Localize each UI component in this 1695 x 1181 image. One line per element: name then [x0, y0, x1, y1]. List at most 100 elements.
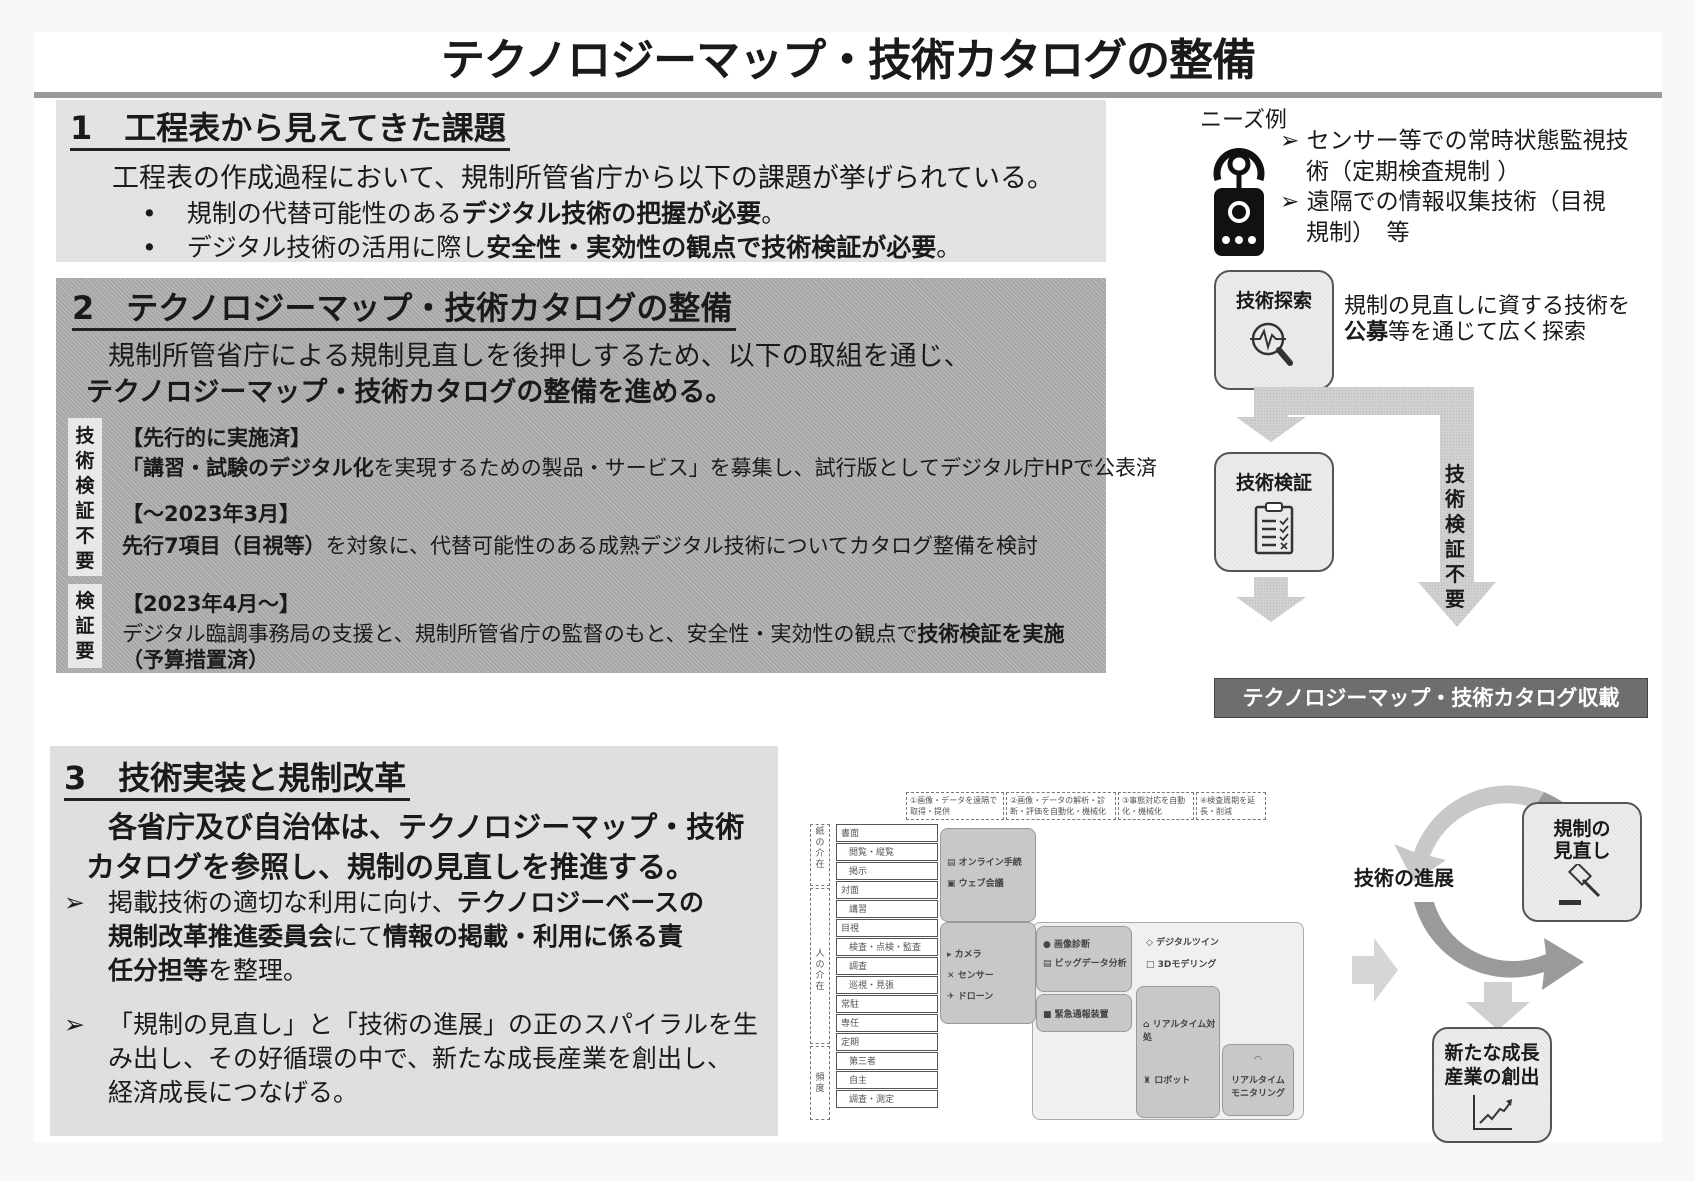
regulation-review-box: 規制の見直し: [1522, 802, 1642, 922]
tm-row: 巡視・見張: [836, 976, 938, 994]
section-2-heading: 2 テクノロジーマップ・技術カタログの整備: [72, 288, 737, 331]
tm-row: 第三者: [836, 1052, 938, 1070]
tm-column-1: ①画像・データを遠隔で取得・提供: [906, 792, 1004, 820]
tech-search-label: 技術探索: [1235, 290, 1312, 312]
technology-map-diagram: ①画像・データを遠隔で取得・提供 ②画像・データの解析・診断・評価を自動化・機械…: [810, 792, 1350, 1122]
tech-progress-label: 技術の進展: [1354, 866, 1454, 890]
tm-row: 講習: [836, 900, 938, 918]
tm-box-alert: ■ 緊急通報装置: [1036, 994, 1132, 1032]
section-1-bullet-2: • デジタル技術の活用に際し安全性・実効性の観点で技術検証が必要。: [142, 228, 961, 264]
tm-item: デジタルツイン: [1156, 938, 1219, 948]
item-2-title: 【～2023年3月】: [122, 502, 301, 526]
tm-item: 画像診断: [1054, 940, 1091, 950]
bullet-bold-text: 任分担等: [108, 956, 209, 985]
new-industry-label: 新たな成長産業の創出: [1444, 1042, 1540, 1088]
section-3-heading: 3 技術実装と規制改革: [64, 758, 411, 801]
item-3-title: 【2023年4月～】: [122, 592, 301, 616]
item-3-text: デジタル臨調事務局の支援と、規制所管省庁の監督のもと、安全性・実効性の観点で技術…: [122, 618, 1064, 648]
flow-arrows: [1236, 387, 1496, 627]
page-title: テクノロジーマップ・技術カタログの整備: [440, 35, 1256, 86]
needs-item-text-cont: 規制） 等: [1306, 220, 1410, 246]
item-text: デジタル臨調事務局の支援と、規制所管省庁の監督のもと、安全性・実効性の観点で: [122, 622, 918, 646]
bullet-marker: •: [142, 233, 157, 262]
tm-group-frequency: 頻度: [810, 1046, 830, 1120]
tm-box-analysis: ● 画像診断 ▤ ビッグデータ分析: [1036, 926, 1132, 992]
tm-box-sensing: ▸ カメラ ✕ センサー ✈ ドローン: [940, 922, 1036, 1024]
item-bold-text: 「講習・試験のデジタル化: [122, 456, 374, 480]
tm-row: 検査・点検・監査: [836, 938, 938, 956]
right-arrow-icon: [1352, 938, 1398, 1002]
bullet-text: デジタル技術の活用に際し: [186, 233, 487, 262]
tech-search-desc-line1: 規制の見直しに資する技術を: [1344, 294, 1631, 319]
section-2-intro: 規制所管省庁による規制見直しを後押しするため、以下の取組を通じ、: [108, 341, 971, 372]
bullet-text: 経済成長につなげる。: [108, 1078, 359, 1107]
bullet-bold-text: 安全性・実効性の観点で技術検証が必要: [486, 233, 937, 262]
new-industry-box: 新たな成長産業の創出: [1432, 1027, 1552, 1143]
section-2-panel: 2 テクノロジーマップ・技術カタログの整備 規制所管省庁による規制見直しを後押し…: [56, 278, 1157, 673]
tm-row: 閲覧・縦覧: [836, 843, 938, 861]
needs-item-1: ➢ センサー等での常時状態監視技 術（定期検査規制 ）: [1280, 126, 1629, 188]
bullet-bold-text: テクノロジーベースの: [456, 888, 705, 917]
regulation-review-label: 規制の見直し: [1553, 818, 1611, 862]
bullet-text: 規制の代替可能性のある: [186, 199, 462, 228]
tm-item: センサー: [957, 971, 994, 981]
section-3-lead-1: 各省庁及び自治体は、テクノロジーマップ・技術: [108, 810, 745, 844]
tm-row: 掲示: [836, 862, 938, 880]
tech-search-desc: 規制の見直しに資する技術を 公募等を通じて広く探索: [1344, 294, 1630, 346]
tm-row: 定期: [836, 1033, 938, 1051]
needs-label: ニーズ例: [1200, 108, 1287, 133]
bullet-bold-text: 情報の掲載・利用に係る責: [383, 922, 684, 951]
tm-digital-items: ◇ デジタルツイン □ 3Dモデリング: [1146, 938, 1219, 970]
sensor-device-icon: [1213, 147, 1265, 256]
tech-search-desc-line2: 等を通じて広く探索: [1388, 320, 1587, 345]
section-2-intro-bold: テクノロジーマップ・技術カタログの整備を進める。: [86, 377, 733, 408]
tech-search-desc-bold: 公募: [1344, 320, 1389, 345]
tech-verify-label: 技術検証: [1235, 472, 1312, 494]
tm-item: カメラ: [954, 950, 982, 960]
skip-verification-label: 技術検証不要: [1445, 462, 1465, 611]
bullet-tail: 。: [936, 233, 962, 262]
tm-column-3: ③事態対応を自動化・機械化: [1118, 792, 1194, 820]
tm-row: 調査: [836, 957, 938, 975]
item-3-budget: （予算措置済）: [122, 648, 269, 672]
title-divider: [34, 92, 1662, 98]
tm-box-remote: ▤ オンライン手続 ▣ ウェブ会議: [940, 828, 1036, 922]
bullet-text: み出し、その好循環の中で、新たな成長産業を創出し、: [108, 1044, 733, 1073]
bullet-bold-text: デジタル技術の把握が必要: [461, 199, 762, 228]
catalog-listing-bar: テクノロジーマップ・技術カタログ収載: [1214, 678, 1648, 718]
bullet-tail: 。: [761, 199, 787, 228]
section-3-bullet-1: ➢掲載技術の適切な利用に向け、テクノロジーベースの 規制改革推進委員会にて情報の…: [64, 886, 704, 988]
down-arrow-icon: [1466, 982, 1530, 1030]
tm-row: 目視: [836, 919, 938, 937]
arrow-bullet-icon: ➢: [64, 888, 85, 917]
section-3-lead-2: カタログを参照し、規制の見直しを推進する。: [86, 850, 696, 884]
item-2-text: 先行7項目（目視等）を対象に、代替可能性のある成熟デジタル技術についてカタログ整…: [122, 530, 1038, 560]
bullet-text: 「規制の見直し」と「技術の進展」の正のスパイラルを生: [108, 1010, 759, 1039]
tm-group-paper: 紙の介在: [810, 824, 830, 886]
bullet-text: にて: [333, 922, 384, 951]
section-3-panel: 3 技術実装と規制改革 各省庁及び自治体は、テクノロジーマップ・技術 カタログを…: [50, 746, 778, 1136]
tm-item: リアルタイム対処: [1143, 1020, 1216, 1043]
tag-verification-not-required: 技術検証不要: [68, 418, 102, 576]
tech-verify-box: 技術検証: [1214, 452, 1334, 572]
item-bold-text: 先行7項目（目視等）: [122, 534, 326, 558]
slide: テクノロジーマップ・技術カタログの整備 1 工程表から見えてきた課題 工程表の作…: [34, 32, 1662, 1143]
arrow-bullet-icon: ➢: [64, 1010, 85, 1039]
tm-column-4: ④検査周期を延長・削減: [1196, 792, 1266, 820]
tm-row: 調査・測定: [836, 1090, 938, 1108]
tm-box-monitoring: ◠ リアルタイムモニタリング: [1222, 1044, 1294, 1116]
tm-item: ドローン: [957, 992, 994, 1002]
arrow-bullet-icon: ➢: [1280, 128, 1307, 154]
tm-row: 書面: [836, 824, 938, 842]
growth-chart-icon: [1473, 1095, 1512, 1130]
tm-box-response: ⌂ リアルタイム対処 ♜ ロボット: [1136, 986, 1220, 1118]
arrow-bullet-icon: ➢: [1280, 189, 1307, 215]
bullet-bold-text: 規制改革推進委員会: [108, 922, 334, 951]
item-text: を実現するための製品・サービス」を募集し、試行版としてデジタル庁HPで公表済: [373, 456, 1157, 480]
tm-item: リアルタイムモニタリング: [1230, 1076, 1285, 1099]
item-bold-text: 技術検証を実施: [917, 622, 1065, 646]
tm-item: 3Dモデリング: [1157, 960, 1217, 970]
tm-item: ビッグデータ分析: [1054, 959, 1127, 969]
bullet-text: を整理。: [208, 956, 309, 985]
item-1-title: 【先行的に実施済】: [122, 426, 311, 450]
